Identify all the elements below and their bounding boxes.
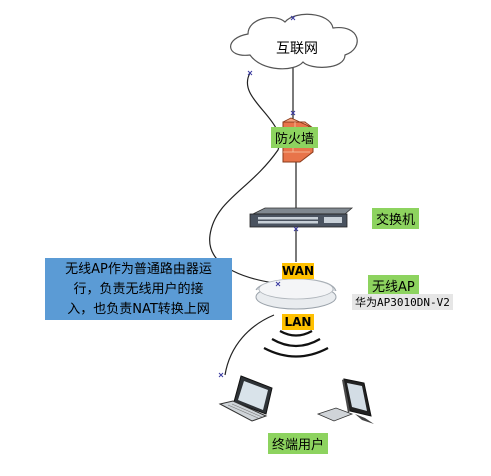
access-point-icon xyxy=(255,278,337,310)
wan-port-tag: WAN xyxy=(282,263,315,279)
desktop-pc-icon xyxy=(316,378,374,424)
end-users-label: 终端用户 xyxy=(268,433,329,454)
cloud-icon xyxy=(230,13,358,70)
note-line-3: 入，也负责NAT转换上网 xyxy=(67,302,210,317)
internet-label: 互联网 xyxy=(276,41,318,57)
ap-model-label: 华为AP3010DN-V2 xyxy=(352,294,453,310)
firewall-label: 防火墙 xyxy=(271,127,319,148)
link-ap-laptop xyxy=(224,314,275,376)
link-markers xyxy=(218,15,299,378)
wifi-waves-icon xyxy=(263,330,329,358)
switch-icon xyxy=(249,207,354,228)
note-line-1: 无线AP作为普通路由器运 xyxy=(65,262,212,277)
switch-label: 交换机 xyxy=(372,208,420,229)
ap-label: 无线AP xyxy=(368,275,419,296)
link-cloud-ap-curve xyxy=(209,72,281,284)
laptop-icon xyxy=(218,375,273,422)
note-line-2: 行，负责无线用户的接 xyxy=(73,282,204,297)
lan-port-tag: LAN xyxy=(282,314,314,330)
note-box: 无线AP作为普通路由器运 行，负责无线用户的接 入，也负责NAT转换上网 xyxy=(45,258,232,320)
